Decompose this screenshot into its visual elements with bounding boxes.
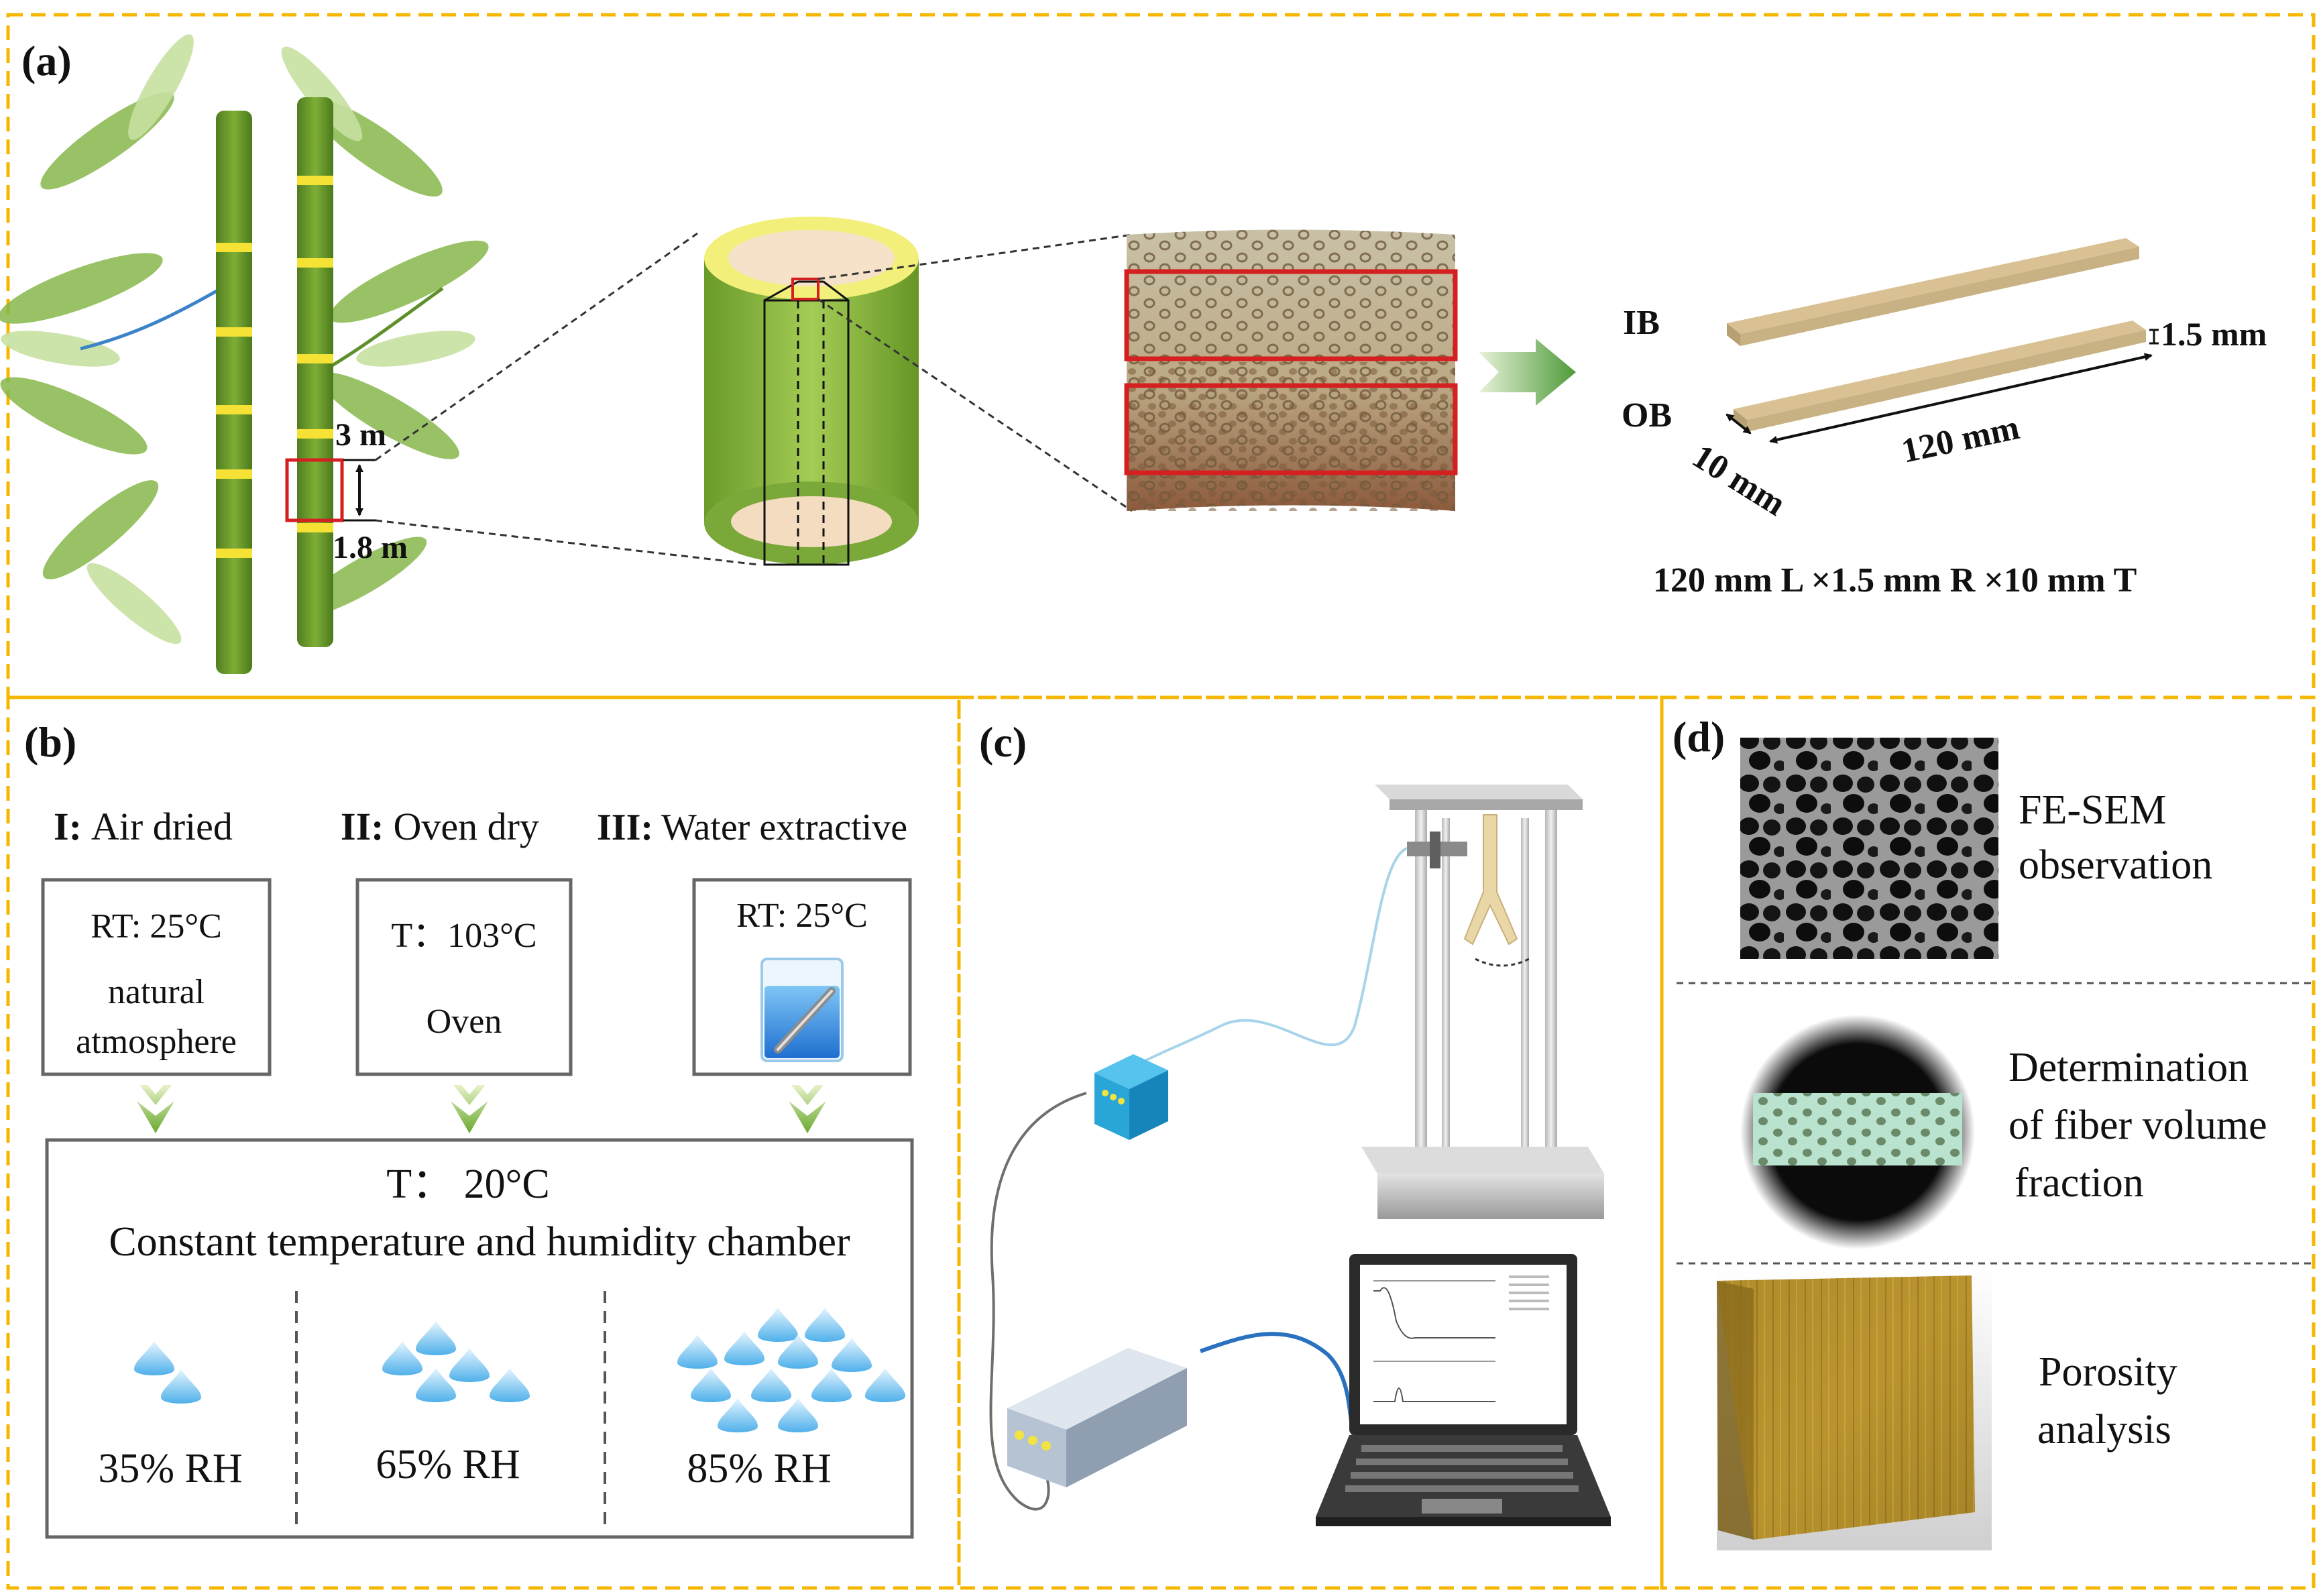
panel-c-frame xyxy=(957,695,1664,1590)
group-oven-dry: II:Oven dry T：103°C Oven xyxy=(341,805,573,1076)
bamboo-stalk-right xyxy=(297,97,333,647)
test-stand xyxy=(1361,785,1604,1219)
panel-a-frame xyxy=(6,13,2316,699)
beaker-icon xyxy=(760,958,844,1062)
panel-b-label: (b) xyxy=(24,718,76,766)
sample-location-box xyxy=(285,458,344,522)
strip-ib xyxy=(1727,238,2139,334)
group-2-numeral: II: xyxy=(341,805,384,848)
bamboo-stalk-left xyxy=(216,111,252,674)
group-water-extractive: III:Water extractive RT: 25°C xyxy=(597,807,912,1076)
group-1-line3: atmosphere xyxy=(76,1023,237,1061)
group-3-name: Water extractive xyxy=(661,807,907,848)
bamboo-plant xyxy=(0,34,489,674)
down-arrows xyxy=(137,1085,826,1133)
group-1-name: Air dried xyxy=(91,805,233,848)
group-3-line1: RT: 25°C xyxy=(736,897,868,935)
outer-layer-box xyxy=(1124,383,1458,475)
droplets-35 xyxy=(134,1341,201,1404)
droplets-85 xyxy=(677,1308,905,1432)
group-2-name: Oven dry xyxy=(393,805,539,848)
group-2-line2: Oven xyxy=(427,1003,502,1041)
group-air-dried: I:Air dried RT: 25°C natural atmosphere xyxy=(41,805,272,1076)
fiber-label-line1: Determination xyxy=(2008,1045,2249,1090)
panel-c-label: (c) xyxy=(979,718,1027,766)
rh-label-35: 35% RH xyxy=(98,1446,242,1491)
fiber-label-line3: fraction xyxy=(2015,1160,2144,1206)
height-lower-label: 1.8 m xyxy=(333,530,408,565)
group-1-numeral: I: xyxy=(54,805,82,848)
group-2-box xyxy=(355,878,573,1076)
bamboo-nodes xyxy=(216,176,333,558)
fiber-microscope-view xyxy=(1740,1015,1975,1249)
sem-label-line1: FE-SEM xyxy=(2019,787,2166,833)
porosity-label-line2: analysis xyxy=(2037,1407,2171,1452)
height-upper-label: 3 m xyxy=(335,417,386,453)
inner-layer-box xyxy=(1124,269,1458,361)
culm-cylinder xyxy=(704,217,919,566)
sem-micrograph xyxy=(1740,738,1998,959)
flow-arrow xyxy=(1479,339,1576,406)
length-dimension xyxy=(1769,353,2153,444)
strip-ob-label: OB xyxy=(1622,396,1672,435)
length-label: 120 mm xyxy=(1899,408,2023,471)
bamboo-branch xyxy=(80,286,223,351)
fiber-label-line2: of fiber volume xyxy=(2008,1102,2267,1148)
group-1-line2: natural xyxy=(108,973,205,1011)
cylinder-highlight-box xyxy=(791,278,819,300)
test-specimen xyxy=(1463,814,1518,946)
porosity-block xyxy=(1717,1269,1992,1550)
svg-text:II:Oven dry: II:Oven dry xyxy=(341,805,539,848)
droplets-65 xyxy=(382,1321,530,1402)
porosity-label-line1: Porosity xyxy=(2039,1349,2177,1395)
strip-ib-label: IB xyxy=(1623,304,1660,342)
chamber-title: Constant temperature and humidity chambe… xyxy=(109,1219,850,1265)
group-3-numeral: III: xyxy=(597,807,653,848)
thickness-label: 1.5 mm xyxy=(2161,315,2267,353)
group-1-line1: RT: 25°C xyxy=(91,907,222,946)
group-1-box xyxy=(41,878,272,1076)
width-dimension xyxy=(1725,413,1752,435)
rh-label-65: 65% RH xyxy=(376,1442,520,1487)
panel-frames xyxy=(6,13,2316,1590)
sem-label-line2: observation xyxy=(2019,842,2212,888)
data-acquisition-box xyxy=(1007,1348,1187,1487)
bamboo-leaves-light xyxy=(1,34,475,644)
laptop-icon xyxy=(1316,1254,1611,1526)
chamber-temperature: T： 20°C xyxy=(386,1161,550,1207)
svg-text:I:Air dried: I:Air dried xyxy=(54,805,233,848)
signal-cable xyxy=(989,1092,1087,1511)
panel-d-label: (d) xyxy=(1673,713,1725,760)
svg-text:III:Water extractive: III:Water extractive xyxy=(597,807,907,848)
bamboo-cross-section xyxy=(1124,229,1458,511)
sensor-cube xyxy=(1094,1054,1168,1140)
panel-d-frame xyxy=(1660,695,2316,1590)
rh-label-85: 85% RH xyxy=(687,1446,831,1491)
panel-a-label: (a) xyxy=(21,37,72,84)
width-label: 10 mm xyxy=(1686,437,1793,524)
sensor-cable xyxy=(1112,847,1408,1081)
dimensions-caption: 120 mm L ×1.5 mm R ×10 mm T xyxy=(1653,561,2137,600)
group-2-line1: T：103°C xyxy=(391,917,536,955)
